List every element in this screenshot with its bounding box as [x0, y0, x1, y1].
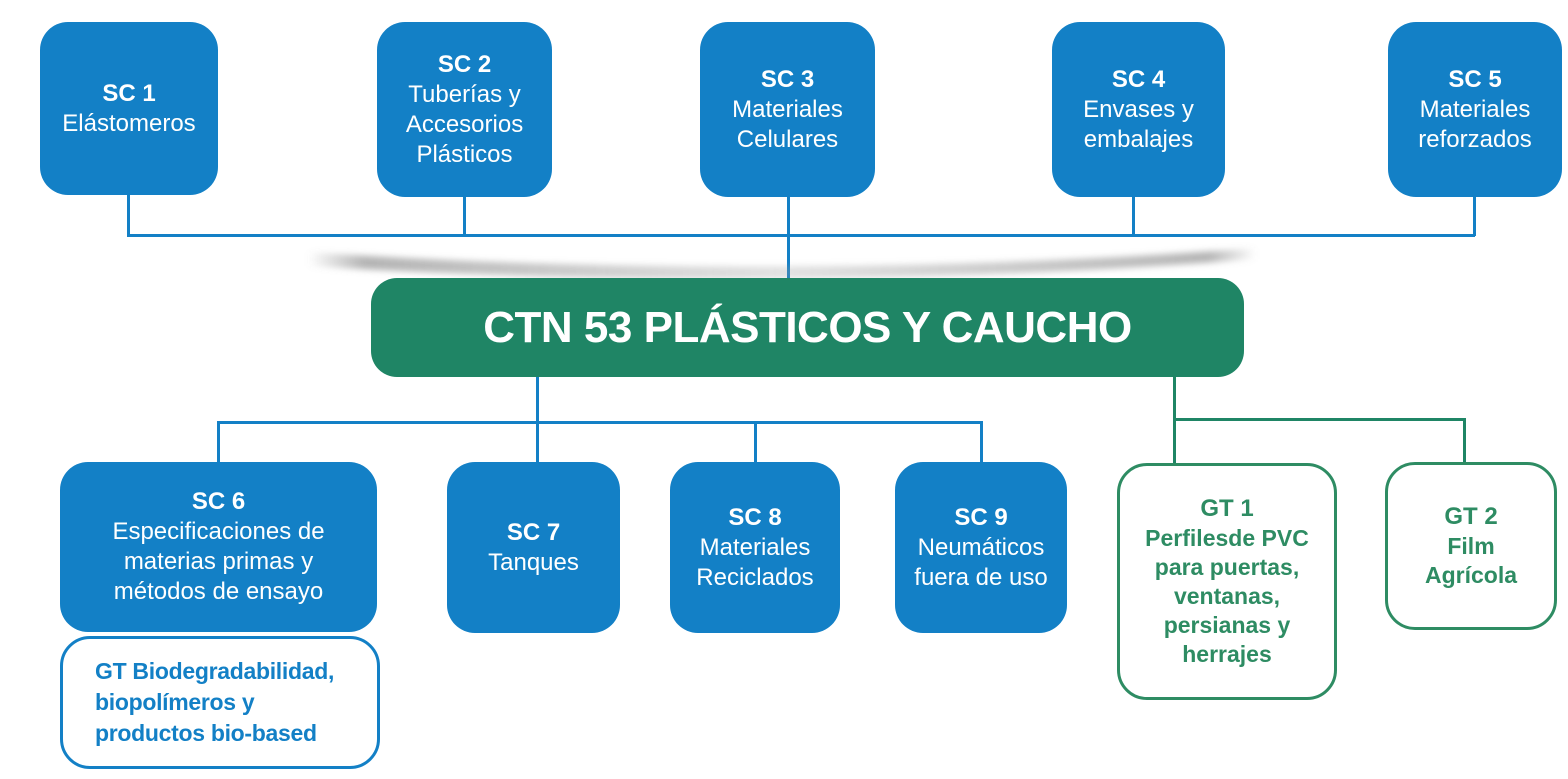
node-sc3: SC 3 Materiales Celulares — [700, 22, 875, 197]
node-sc5: SC 5 Materiales reforzados — [1388, 22, 1562, 197]
node-sc1: SC 1 Elástomeros — [40, 22, 218, 195]
node-gt-biodegradabilidad-label: GT Biodegradabilidad, biopolímeros y pro… — [95, 658, 335, 746]
node-sc7: SC 7 Tanques — [447, 462, 620, 633]
node-sc2-code: SC 2 — [437, 50, 492, 78]
node-sc5-label: Materiales reforzados — [1418, 95, 1532, 153]
node-ctn53: CTN 53 PLÁSTICOS Y CAUCHO — [371, 278, 1244, 377]
connector-bottom-bus — [217, 421, 983, 424]
node-sc6: SC 6 Especificaciones de materias primas… — [60, 462, 377, 632]
connector-ctn-to-sc7 — [536, 376, 539, 463]
node-gt1: GT 1 Perfilesde PVC para puertas, ventan… — [1117, 463, 1337, 700]
node-sc8: SC 8 Materiales Reciclados — [670, 462, 840, 633]
node-sc2-label: Tuberías y Accesorios Plásticos — [405, 80, 524, 168]
node-sc7-label: Tanques — [488, 548, 579, 576]
node-sc4-label: Envases y embalajes — [1083, 95, 1194, 153]
connector-gt-bus — [1173, 418, 1465, 421]
node-gt2-code: GT 2 — [1444, 503, 1498, 530]
connector-sc5-drop — [1473, 195, 1476, 236]
connector-sc2-drop — [463, 195, 466, 236]
curl-shadow — [308, 248, 1256, 279]
connector-sc4-drop — [1132, 195, 1135, 236]
node-sc1-label: Elástomeros — [62, 109, 196, 137]
connector-sc3-drop — [787, 195, 790, 279]
node-sc3-label: Materiales Celulares — [732, 95, 843, 153]
connector-sc8-stub — [754, 421, 757, 463]
node-gt2: GT 2 Film Agrícola — [1385, 462, 1557, 630]
node-sc6-code: SC 6 — [191, 488, 246, 515]
node-sc4-code: SC 4 — [1111, 65, 1166, 93]
node-sc8-label: Materiales Reciclados — [696, 533, 814, 591]
node-gt-biodegradabilidad: GT Biodegradabilidad, biopolímeros y pro… — [60, 636, 380, 769]
connector-gt2-stub — [1463, 418, 1466, 463]
node-sc7-code: SC 7 — [506, 518, 561, 546]
node-sc9: SC 9 Neumáticos fuera de uso — [895, 462, 1067, 633]
node-sc2: SC 2 Tuberías y Accesorios Plásticos — [377, 22, 552, 197]
node-sc9-label: Neumáticos fuera de uso — [914, 533, 1048, 591]
node-sc6-label: Especificaciones de materias primas y mé… — [112, 518, 325, 605]
connector-sc9-stub — [980, 421, 983, 463]
node-sc3-code: SC 3 — [760, 65, 815, 93]
node-sc1-code: SC 1 — [102, 79, 156, 107]
node-sc4: SC 4 Envases y embalajes — [1052, 22, 1225, 197]
connector-sc6-stub — [217, 421, 220, 463]
connector-top-bus — [127, 234, 1475, 237]
node-ctn53-title: CTN 53 PLÁSTICOS Y CAUCHO — [483, 302, 1132, 352]
node-sc9-code: SC 9 — [954, 503, 1008, 531]
node-sc8-code: SC 8 — [728, 503, 782, 531]
node-sc5-code: SC 5 — [1448, 65, 1502, 93]
node-gt1-code: GT 1 — [1200, 495, 1254, 522]
node-gt2-label: Film Agrícola — [1424, 533, 1518, 588]
connector-sc1-drop — [127, 195, 130, 236]
node-gt1-label: Perfilesde PVC para puertas, ventanas, p… — [1145, 525, 1309, 667]
